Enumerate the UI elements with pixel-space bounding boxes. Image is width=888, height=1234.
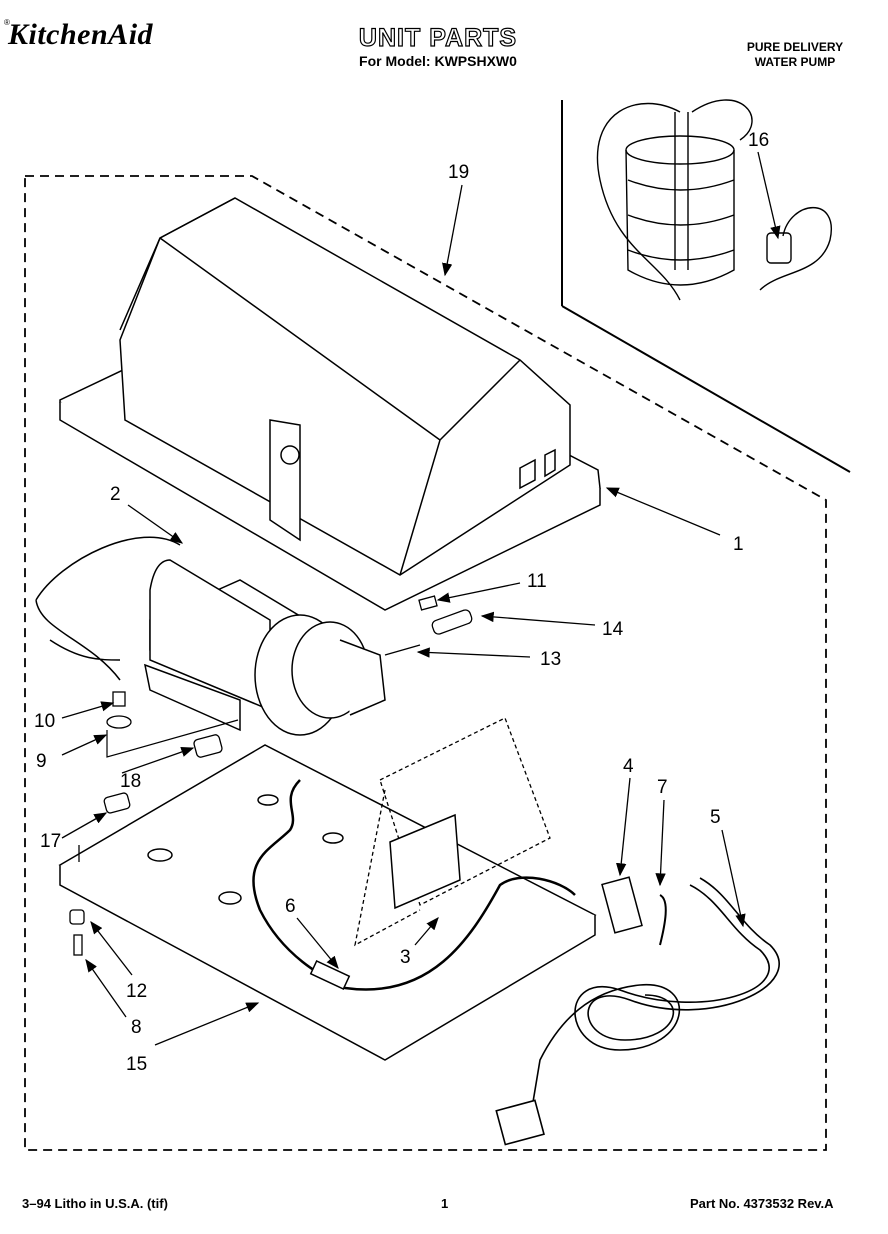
callout-5: 5: [710, 807, 721, 828]
inset-title-line2: WATER PUMP: [754, 55, 836, 69]
page-title: UNIT PARTS: [358, 23, 518, 52]
callout-19: 19: [448, 162, 469, 183]
base-plate: [58, 744, 597, 1061]
fasteners: [69, 595, 473, 956]
cover-housing: [59, 197, 601, 611]
inset-title-line1: PURE DELIVERY: [746, 40, 844, 54]
footer-page-number: 1: [441, 1196, 449, 1211]
footer-print-info: 3–94 Litho in U.S.A. (tif): [22, 1196, 168, 1211]
callout-8: 8: [131, 1017, 142, 1038]
callout-16: 16: [748, 130, 769, 151]
control-module: [389, 813, 461, 910]
callout-9: 9: [36, 751, 47, 772]
callout-12: 12: [126, 981, 147, 1002]
model-subtitle: For Model: KWPSHXW0: [359, 53, 517, 69]
brand-logo: KitchenAid: [8, 18, 154, 51]
callout-17: 17: [40, 831, 61, 852]
dimension-bracket: [106, 719, 239, 758]
power-cord: [495, 877, 780, 1146]
callout-6: 6: [285, 896, 296, 917]
callout-4: 4: [623, 756, 634, 777]
rocker-switch: [601, 876, 643, 934]
callout-2: 2: [110, 484, 121, 505]
callout-7: 7: [657, 777, 668, 798]
ground-clip: [659, 894, 667, 946]
registered-mark: ®: [4, 18, 10, 27]
callout-18: 18: [120, 771, 141, 792]
callout-15: 15: [126, 1054, 147, 1075]
footer-part-number: Part No. 4373532 Rev.A: [690, 1196, 834, 1211]
callout-1: 1: [733, 534, 744, 555]
callout-14: 14: [602, 619, 624, 640]
callout-13: 13: [540, 649, 561, 670]
callout-11: 11: [527, 571, 547, 592]
water-pump-bottle: [596, 99, 833, 301]
inset-frame: [561, 100, 851, 473]
inset-title: PURE DELIVERY WATER PUMP: [720, 40, 870, 70]
leader-lines: [61, 151, 781, 1046]
callout-3: 3: [400, 947, 411, 968]
callout-10: 10: [34, 711, 55, 732]
pump-motor: [35, 536, 386, 736]
